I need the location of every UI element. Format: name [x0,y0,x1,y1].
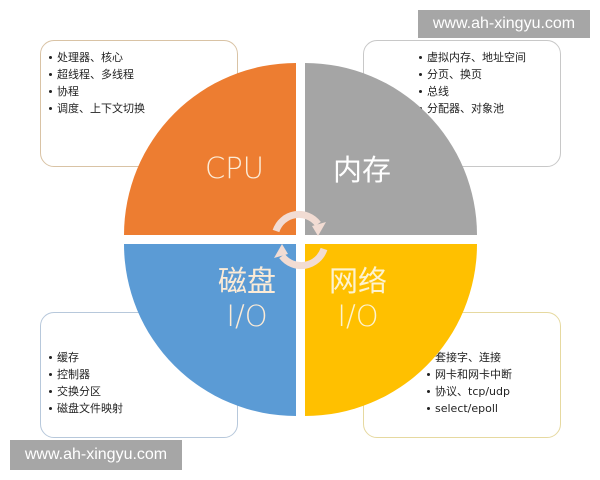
list-item: 套接字、连接 [435,351,501,364]
disk-io-label: 磁盘 I/O [218,264,276,334]
watermark-top: www.ah-xingyu.com [418,10,590,38]
network-io-label: 网络 I/O [329,264,387,334]
bullet-icon [427,372,430,376]
bullet-icon [49,389,52,393]
list-item: 总线 [419,83,526,100]
list-item: 协议、tcp/udp [427,383,512,400]
bullet-icon [419,55,422,59]
list-item: 磁盘文件映射 [49,400,123,417]
bullet-icon [419,72,422,76]
bullet-icon [49,355,52,359]
bullet-icon [49,106,52,110]
list-item: 交换分区 [49,383,123,400]
list-item: 协程 [49,83,145,100]
list-item: 调度、上下文切换 [49,100,145,117]
list-item: 虚拟内存、地址空间 [419,49,526,66]
network-io-details-list: 套接字、连接 网卡和网卡中断 协议、tcp/udp select/epoll [427,349,512,417]
bullet-icon [49,72,52,76]
list-item: 网卡和网卡中断 [427,366,512,383]
cpu-details-list: 处理器、核心 超线程、多线程 协程 调度、上下文切换 [49,49,145,117]
bullet-icon [49,406,52,410]
watermark-bottom: www.ah-xingyu.com [10,440,182,470]
bullet-icon [49,372,52,376]
disk-io-details-list: 缓存 控制器 交换分区 磁盘文件映射 [49,349,123,417]
network-io-label-line1: 网络 [329,264,388,298]
disk-io-label-line2: I/O [226,298,268,333]
bullet-icon [419,89,422,93]
list-item: select/epoll [427,400,512,417]
bullet-icon [49,55,52,59]
list-item: 缓存 [49,349,123,366]
list-item: 分页、换页 [419,66,526,83]
memory-label: 内存 [333,153,392,187]
network-io-label-line2: I/O [337,298,379,333]
disk-io-label-line1: 磁盘 [217,264,276,298]
bullet-icon [49,89,52,93]
bullet-icon [427,406,430,410]
list-item: 控制器 [49,366,123,383]
cpu-label: CPU [205,151,264,185]
list-item: 超线程、多线程 [49,66,145,83]
bullet-icon [427,389,430,393]
list-item: 处理器、核心 [49,49,145,66]
